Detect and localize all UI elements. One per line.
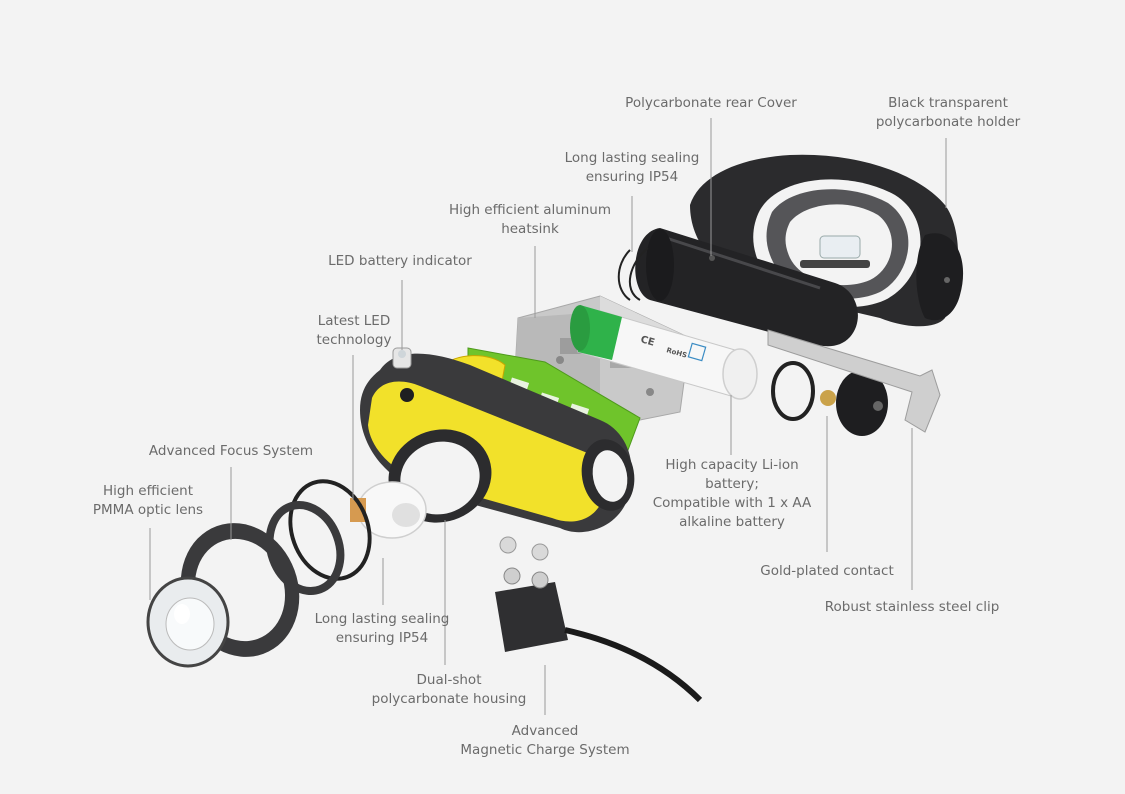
label-sealing-bottom-line: ensuring IP54 (335, 630, 429, 646)
label-holder-line: Black transparent (888, 95, 1008, 111)
label-battery-indicator-line: LED battery indicator (328, 253, 472, 269)
led-module-part (350, 481, 427, 539)
label-focus: Advanced Focus System (149, 442, 313, 461)
label-sealing-bottom: Long lasting sealing ensuring IP54 (315, 610, 450, 648)
label-charge: Advanced Magnetic Charge System (460, 722, 629, 760)
label-lens-line: High efficient (102, 483, 194, 499)
label-lens-line: PMMA optic lens (92, 502, 204, 518)
gold-contact-part (771, 361, 888, 436)
label-battery-line: Compatible with 1 x AA (652, 495, 812, 511)
label-clip: Robust stainless steel clip (825, 598, 1000, 617)
label-gold-contact: Gold-plated contact (760, 562, 893, 581)
label-housing-line: polycarbonate housing (371, 691, 527, 707)
led-indicator-part (392, 347, 412, 369)
label-holder: Black transparent polycarbonate holder (876, 94, 1020, 132)
label-lens: High efficient PMMA optic lens (93, 482, 203, 520)
label-battery-line: alkaline battery (679, 514, 785, 530)
battery-ce-mark: CE (639, 334, 656, 349)
label-heatsink-line: heatsink (501, 221, 559, 237)
leader-lines (149, 118, 947, 715)
label-rear-cover-line: Polycarbonate rear Cover (625, 95, 797, 111)
label-battery-indicator: LED battery indicator (328, 252, 472, 271)
label-sealing-top: Long lasting sealing ensuring IP54 (565, 149, 700, 187)
label-charge-line: Advanced (511, 723, 579, 739)
rear-cover-part (617, 228, 858, 347)
label-led: Latest LED technology (317, 312, 392, 350)
label-housing-line: Dual-shot (416, 672, 482, 688)
label-holder-line: polycarbonate holder (875, 114, 1021, 130)
label-gold-contact-line: Gold-plated contact (760, 563, 894, 579)
label-led-line: technology (316, 332, 392, 348)
steel-clip-part (767, 329, 941, 433)
label-housing: Dual-shot polycarbonate housing (372, 671, 527, 709)
optic-lens-part (146, 576, 230, 668)
sealing-ring-top (629, 247, 649, 301)
charge-connector-part (495, 536, 703, 703)
label-sealing-top-line: ensuring IP54 (585, 169, 679, 185)
label-heatsink: High efficient aluminum heatsink (449, 201, 611, 239)
sealing-ring-bottom (288, 479, 372, 581)
label-charge-line: Magnetic Charge System (460, 742, 630, 758)
label-sealing-bottom-line: Long lasting sealing (314, 611, 450, 627)
label-sealing-top-line: Long lasting sealing (564, 150, 700, 166)
label-heatsink-line: High efficient aluminum (448, 202, 612, 218)
label-led-line: Latest LED (317, 313, 391, 329)
label-battery-line: High capacity Li-ion (665, 457, 799, 473)
battery-part: CE RoHS (570, 304, 758, 400)
label-rear-cover: Polycarbonate rear Cover (625, 94, 797, 113)
label-focus-line: Advanced Focus System (148, 443, 314, 459)
label-battery: High capacity Li-ion battery; Compatible… (653, 456, 812, 532)
label-clip-line: Robust stainless steel clip (824, 599, 1000, 615)
label-battery-line: battery; (705, 476, 759, 492)
